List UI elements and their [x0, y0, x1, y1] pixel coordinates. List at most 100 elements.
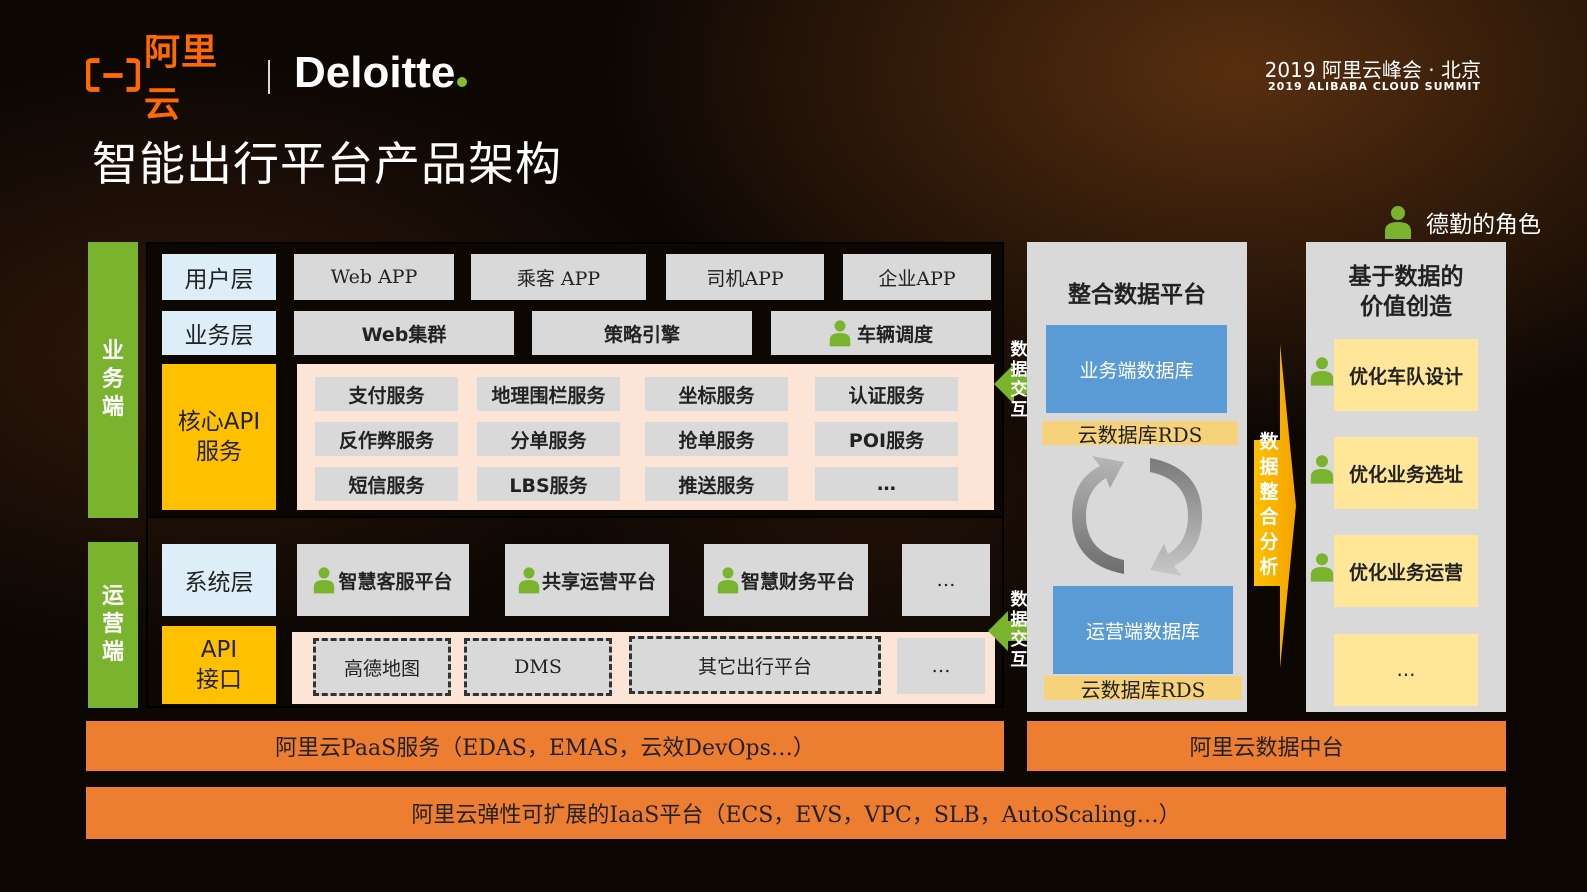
api-interface-label: API接口 — [162, 626, 276, 704]
value-fleet-design: 优化车队设计 — [1334, 339, 1478, 411]
logo-divider — [268, 60, 270, 94]
core-api-service: POI服务 — [815, 422, 958, 456]
data-exchange-label-bottom: 数据交互 — [1008, 590, 1030, 670]
vertical-char: 务 — [101, 367, 124, 392]
core-api-label: 核心API服务 — [162, 364, 276, 510]
core-api-service: 坐标服务 — [645, 377, 788, 411]
person-icon — [1385, 206, 1411, 239]
value-creation-title-line2: 价值创造 — [1360, 294, 1452, 320]
business-rds-label: 云数据库RDS — [1042, 421, 1238, 447]
operation-database: 运营端数据库 — [1053, 586, 1233, 674]
sync-cycle-icon — [1072, 456, 1202, 576]
aliyun-logo: 阿里云 — [86, 32, 251, 125]
api-dms: DMS — [464, 638, 612, 696]
core-api-label-text: 核心API服务 — [177, 409, 261, 465]
api-amap: 高德地图 — [313, 638, 451, 696]
smart-finance-label: 智慧财务平台 — [740, 570, 855, 593]
user-app-web: Web APP — [294, 254, 454, 300]
value-creation-title-line1: 基于数据的 — [1348, 264, 1464, 290]
vertical-char: 合 — [1259, 506, 1279, 528]
business-side-label: 业务端 — [88, 242, 138, 518]
data-analysis-arrow — [1254, 344, 1296, 668]
user-app-driver: 司机APP — [666, 254, 824, 300]
deloitte-dot-icon — [457, 77, 468, 87]
data-middle-platform-bar: 阿里云数据中台 — [1027, 721, 1506, 771]
core-api-service: 抢单服务 — [645, 422, 788, 456]
core-api-service: 短信服务 — [315, 467, 458, 501]
system-shared-operation: 共享运营平台 — [505, 544, 669, 616]
deloitte-logo: Deloitte — [294, 48, 468, 102]
operation-side-label: 运营端 — [88, 542, 138, 708]
core-api-service: 推送服务 — [645, 467, 788, 501]
core-api-service: LBS服务 — [477, 467, 620, 501]
deloitte-logo-text: Deloitte — [294, 48, 456, 97]
operation-rds-label: 云数据库RDS — [1044, 676, 1242, 702]
user-app-enterprise: 企业APP — [843, 254, 991, 300]
business-side-text: 业务端 — [102, 338, 124, 422]
user-layer-label: 用户层 — [162, 254, 276, 300]
api-interface-label-text: API接口 — [196, 637, 242, 693]
vertical-char: 数 — [1010, 340, 1028, 360]
value-creation-title: 基于数据的 价值创造 — [1306, 262, 1506, 322]
vertical-char: 营 — [101, 612, 124, 637]
value-more: … — [1334, 634, 1478, 706]
user-app-passenger: 乘客 APP — [471, 254, 646, 300]
business-database: 业务端数据库 — [1046, 325, 1227, 413]
vertical-char: 数 — [1010, 590, 1028, 610]
vertical-char: 交 — [1010, 630, 1028, 650]
summit-subtitle: 2019 ALIBABA CLOUD SUMMIT — [1268, 80, 1481, 93]
core-api-service: 认证服务 — [815, 377, 958, 411]
shared-operation-label: 共享运营平台 — [541, 570, 656, 593]
api-other-platforms: 其它出行平台 — [629, 636, 881, 694]
system-smart-finance: 智慧财务平台 — [704, 544, 868, 616]
person-icon — [1310, 553, 1334, 582]
core-api-service: 地理围栏服务 — [477, 377, 620, 411]
vertical-char: 端 — [101, 395, 124, 420]
core-api-service: 反作弊服务 — [315, 422, 458, 456]
vertical-char: 析 — [1259, 556, 1279, 578]
core-api-service: 支付服务 — [315, 377, 458, 411]
system-smart-service: 智慧客服平台 — [297, 544, 469, 616]
person-icon — [1310, 455, 1334, 484]
vertical-char: 据 — [1010, 610, 1028, 630]
vertical-char: 交 — [1010, 380, 1028, 400]
api-more: … — [897, 638, 985, 694]
vertical-char: 整 — [1259, 481, 1279, 503]
aliyun-logo-text: 阿里云 — [143, 32, 218, 125]
aliyun-bracket-icon — [86, 58, 140, 92]
vehicle-dispatch-label: 车辆调度 — [856, 323, 933, 346]
person-icon — [829, 320, 851, 347]
value-site-selection: 优化业务选址 — [1334, 437, 1478, 509]
legend: 德勤的角色 — [1384, 205, 1541, 239]
person-icon — [314, 567, 335, 594]
operation-side-text: 运营端 — [102, 583, 124, 667]
system-layer-label: 系统层 — [162, 544, 276, 616]
business-layer-label: 业务层 — [162, 311, 276, 355]
business-web-cluster: Web集群 — [294, 311, 514, 355]
value-operations: 优化业务运营 — [1334, 535, 1478, 607]
vertical-char: 据 — [1010, 360, 1028, 380]
person-icon — [518, 567, 540, 594]
vertical-char: 分 — [1259, 531, 1279, 553]
data-platform-title: 整合数据平台 — [1068, 282, 1206, 308]
vertical-char: 业 — [101, 339, 124, 364]
summit-title: 2019 阿里云峰会 · 北京 — [1264, 58, 1481, 82]
data-exchange-label-top: 数据交互 — [1008, 340, 1030, 420]
vertical-char: 互 — [1010, 400, 1028, 420]
smart-service-label: 智慧客服平台 — [338, 570, 453, 593]
core-api-service: … — [815, 467, 958, 501]
system-more: … — [902, 544, 990, 616]
page-title: 智能出行平台产品架构 — [92, 137, 562, 191]
vertical-char: 互 — [1010, 650, 1028, 670]
vertical-char: 运 — [101, 584, 124, 609]
person-icon — [1310, 357, 1334, 386]
business-vehicle-dispatch: 车辆调度 — [771, 311, 991, 355]
iaas-platform-bar: 阿里云弹性可扩展的IaaS平台（ECS，EVS，VPC，SLB，AutoScal… — [86, 787, 1506, 839]
vertical-char: 数 — [1259, 431, 1279, 453]
vertical-char: 端 — [101, 640, 124, 665]
legend-label: 德勤的角色 — [1426, 212, 1541, 238]
operation-side-frame — [146, 516, 1004, 708]
person-icon — [717, 567, 739, 594]
paas-services-bar: 阿里云PaaS服务（EDAS，EMAS，云效DevOps…） — [86, 721, 1004, 771]
